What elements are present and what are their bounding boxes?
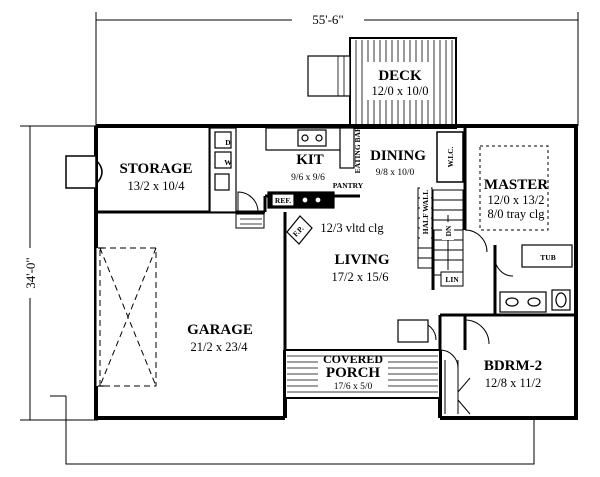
interior-walls (96, 126, 576, 350)
entry-stoop (397, 319, 429, 343)
room-name-kit: KIT (296, 152, 324, 168)
room-size-porch: 17/6 x 5/0 (334, 382, 373, 392)
room-note-master: 8/0 tray clg (488, 207, 546, 221)
room-name-bdrm2: BDRM-2 (484, 358, 542, 374)
label-wic: W.I.C. (446, 146, 455, 167)
label-half-wall: HALF WALL (421, 190, 430, 234)
master-tray-ceiling (479, 145, 549, 231)
room-name-deck: DECK (378, 68, 422, 84)
room-name-living: LIVING (334, 252, 389, 268)
kitchen-cabinets (209, 127, 355, 213)
covered-porch (284, 349, 441, 399)
room-name-storage: STORAGE (119, 161, 192, 177)
room-name-garage: GARAGE (187, 322, 253, 338)
room-name-dining: DINING (370, 148, 426, 164)
label-w: W (224, 158, 232, 167)
room-size-dining: 9/8 x 10/0 (376, 168, 415, 178)
label-dn: DN (444, 225, 453, 236)
door-garage-kitchen (237, 191, 259, 213)
room-name-porch-1: COVERED (323, 352, 383, 366)
room-size-deck: 12/0 x 10/0 (372, 84, 429, 98)
room-size-bdrm2: 12/8 x 11/2 (485, 376, 541, 390)
bdrm2-closet (444, 360, 471, 415)
overall-depth-label: 34'-0" (23, 257, 38, 288)
room-name-porch-2: PORCH (326, 365, 380, 381)
room-note-living: 12/3 vltd clg (320, 221, 384, 235)
master-bath (499, 244, 573, 313)
label-lin: LIN (445, 275, 459, 284)
room-size-living: 17/2 x 15/6 (332, 270, 389, 284)
room-size-kit: 9/6 x 9/6 (291, 173, 325, 183)
garage-car-outline (99, 247, 157, 387)
room-size-master: 12/0 x 13/2 (488, 193, 545, 207)
label-d: D (225, 138, 231, 147)
room-size-garage: 21/2 x 23/4 (191, 340, 249, 354)
room-size-storage: 13/2 x 10/4 (128, 179, 186, 193)
label-tub: TUB (540, 253, 555, 262)
storage-bump (65, 155, 103, 189)
walk-in-closet (436, 131, 464, 183)
fireplace (286, 215, 313, 245)
overall-width-label: 55'-6" (312, 12, 343, 27)
label-eating-bar: EATING BAR (353, 126, 362, 173)
label-pantry: PANTRY (333, 181, 364, 190)
room-name-master: MASTER (484, 177, 548, 193)
site-outline (50, 395, 535, 465)
label-ref: REF. (275, 196, 291, 205)
